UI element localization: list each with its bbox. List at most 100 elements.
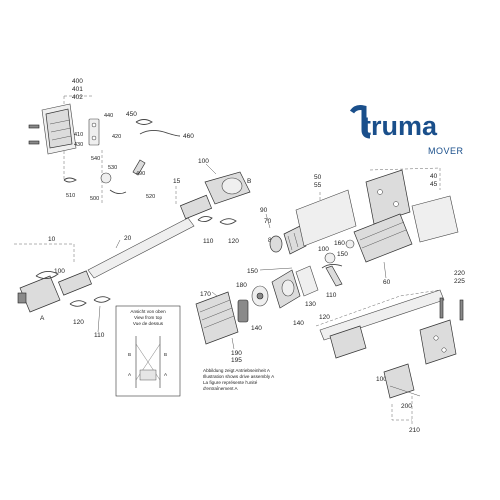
label-40: 40 <box>430 173 438 180</box>
drive-motor-a <box>19 275 61 313</box>
strap-part <box>132 159 146 176</box>
control-unit-group: 400 401 402 440 420 410 430 450 460 540 … <box>28 78 194 205</box>
label-195: 195 <box>231 357 242 364</box>
label-100-center: 100 <box>318 246 329 253</box>
motor-cap <box>221 177 243 195</box>
label-90: 90 <box>260 207 268 214</box>
roller-drum <box>283 225 307 255</box>
inset-title-fr: Vue de dessus <box>133 321 164 326</box>
motor-flange <box>237 299 249 323</box>
label-410: 410 <box>74 132 83 138</box>
strap-110 <box>321 263 343 269</box>
label-210: 210 <box>409 427 420 434</box>
mount-plate <box>295 189 357 247</box>
control-unit-front <box>45 108 73 149</box>
label-500: 500 <box>90 196 99 202</box>
label-460: 460 <box>183 133 194 140</box>
inset-title-en: View from top <box>134 315 162 320</box>
inset-mark-a-right: A <box>164 372 168 377</box>
bearing-core <box>256 292 264 300</box>
inset-mark-b-right: B <box>164 352 167 357</box>
mounting-rail <box>319 289 445 341</box>
label-130: 130 <box>305 301 316 308</box>
label-100-top: 100 <box>198 158 209 165</box>
label-220: 220 <box>454 270 465 277</box>
label-10: 10 <box>48 236 56 243</box>
label-B: B <box>247 178 251 185</box>
truma-swirl-icon <box>349 105 371 139</box>
motor-housing <box>195 291 239 345</box>
label-450: 450 <box>126 111 137 118</box>
label-540: 540 <box>91 156 100 162</box>
label-50: 50 <box>314 174 322 181</box>
label-110-lower: 110 <box>326 292 337 299</box>
cable-120-bottom <box>69 300 87 307</box>
label-150-lower: 150 <box>247 268 258 275</box>
cable-460 <box>139 129 181 137</box>
bolt-part <box>324 252 336 264</box>
label-530: 530 <box>108 165 117 171</box>
note-line-en: Illustration shows drive assembly A <box>203 374 275 379</box>
label-120-lower: 120 <box>319 314 330 321</box>
bolt-220 <box>439 297 444 319</box>
bracket-part <box>88 118 100 146</box>
label-520: 520 <box>146 194 155 200</box>
gearbox-b <box>179 194 213 220</box>
cable-120-top <box>219 218 237 225</box>
screw-icon <box>28 124 40 129</box>
cable-450 <box>135 119 153 125</box>
rail-clamp <box>329 325 367 359</box>
label-70: 70 <box>264 218 272 225</box>
washer-part <box>269 235 283 253</box>
frame-bracket <box>365 169 411 225</box>
motor-end <box>17 292 27 304</box>
truma-logo: truma MOVER <box>349 105 464 156</box>
label-60: 60 <box>383 279 391 286</box>
gearbox-a <box>58 270 92 296</box>
label-150-center: 150 <box>337 251 348 258</box>
view-from-top-inset: Ansicht von oben View from top Vue de de… <box>115 305 181 397</box>
clamp-part <box>325 265 343 287</box>
label-225: 225 <box>454 278 465 285</box>
label-490: 490 <box>136 171 145 177</box>
bolt-225 <box>459 299 464 321</box>
cable-110-top <box>197 215 213 223</box>
label-55: 55 <box>314 182 322 189</box>
cover-part <box>411 195 459 243</box>
product-name: MOVER <box>428 146 464 156</box>
cable-520 <box>109 189 127 195</box>
label-140-right: 140 <box>293 320 304 327</box>
coupling-part <box>295 265 319 297</box>
rail-assembly: 220 225 100 200 210 <box>315 270 465 434</box>
label-180: 180 <box>236 282 247 289</box>
label-160: 160 <box>334 240 345 247</box>
nut-part <box>345 239 355 249</box>
label-100-rail: 100 <box>376 376 387 383</box>
connector-icon <box>100 172 112 184</box>
label-170: 170 <box>200 291 211 298</box>
cable-110-bottom <box>93 296 111 303</box>
label-120-bottom: 120 <box>73 319 84 326</box>
label-45: 45 <box>430 181 438 188</box>
inset-frame <box>115 305 181 397</box>
inset-mark-b-left: B <box>128 352 131 357</box>
label-15: 15 <box>173 178 181 185</box>
label-440: 440 <box>104 113 113 119</box>
note-line-de: Abbildung zeigt Antriebseinheit A <box>203 368 271 373</box>
label-20: 20 <box>124 235 132 242</box>
end-plate <box>419 319 457 365</box>
label-400: 400 <box>72 78 83 85</box>
label-430: 430 <box>74 142 83 148</box>
label-140-left: 140 <box>251 325 262 332</box>
cross-shaft <box>87 217 195 279</box>
label-510: 510 <box>66 193 75 199</box>
logo-text: truma <box>362 111 438 141</box>
label-200: 200 <box>401 403 412 410</box>
label-110-top: 110 <box>203 238 214 245</box>
label-A: A <box>40 315 45 322</box>
cable-510 <box>63 177 77 183</box>
side-frame <box>353 213 413 263</box>
label-401: 401 <box>72 86 83 93</box>
label-110-bottom: 110 <box>94 332 105 339</box>
